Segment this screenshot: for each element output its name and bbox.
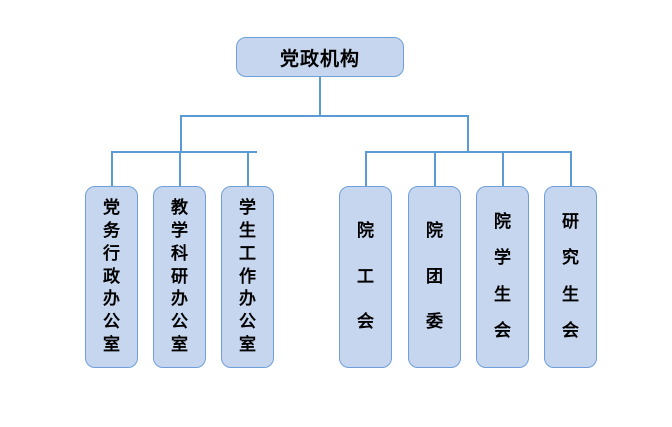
node-char: 研 (562, 211, 579, 232)
node-char: 学 (239, 197, 256, 218)
connector-right-drop-2 (434, 151, 436, 186)
node-char: 工 (357, 266, 374, 287)
connector-left-sub-bus (111, 151, 257, 153)
connector-root-stem (319, 77, 321, 116)
connector-main-bus (180, 115, 469, 117)
node-char: 生 (562, 284, 579, 305)
node-char: 公 (239, 312, 256, 333)
node-char: 科 (171, 243, 188, 264)
node-college-student-union[interactable]: 院 学 生 会 (476, 186, 529, 368)
node-char: 作 (239, 266, 256, 287)
node-college-youth-league-committee[interactable]: 院 团 委 (408, 186, 461, 368)
connector-right-trunk (467, 115, 469, 152)
node-char: 室 (239, 335, 256, 356)
node-char: 生 (239, 220, 256, 241)
node-char: 公 (103, 312, 120, 333)
node-char: 室 (103, 335, 120, 356)
node-char: 办 (171, 289, 188, 310)
node-char: 院 (494, 211, 511, 232)
connector-right-sub-bus (365, 151, 572, 153)
node-char: 务 (103, 220, 120, 241)
node-char: 团 (426, 266, 443, 287)
node-char: 究 (562, 248, 579, 269)
node-char: 学 (494, 248, 511, 269)
node-party-administrative-office[interactable]: 党 务 行 政 办 公 室 (85, 186, 138, 368)
connector-left-drop-3 (247, 151, 249, 186)
node-char: 会 (562, 321, 579, 342)
node-char: 院 (357, 220, 374, 241)
node-char: 研 (171, 266, 188, 287)
connector-right-drop-4 (570, 151, 572, 186)
connector-right-drop-1 (365, 151, 367, 186)
node-char: 教 (171, 197, 188, 218)
node-graduate-student-union[interactable]: 研 究 生 会 (544, 186, 597, 368)
connector-right-drop-3 (502, 151, 504, 186)
node-char: 行 (103, 243, 120, 264)
node-college-labor-union[interactable]: 院 工 会 (339, 186, 392, 368)
node-char: 院 (426, 220, 443, 241)
connector-left-trunk (180, 115, 182, 152)
node-char: 办 (239, 289, 256, 310)
node-root-party-government-organization[interactable]: 党政机构 (236, 37, 404, 77)
node-char: 会 (357, 312, 374, 333)
node-char: 公 (171, 312, 188, 333)
node-char: 党 (103, 197, 120, 218)
connector-left-drop-2 (179, 151, 181, 186)
node-root-label: 党政机构 (279, 47, 360, 70)
node-char: 室 (171, 335, 188, 356)
node-char: 会 (494, 321, 511, 342)
node-char: 学 (171, 220, 188, 241)
connector-left-drop-1 (111, 151, 113, 186)
node-char: 委 (426, 312, 443, 333)
node-teaching-research-office[interactable]: 教 学 科 研 办 公 室 (153, 186, 206, 368)
node-char: 政 (103, 266, 120, 287)
node-student-affairs-office[interactable]: 学 生 工 作 办 公 室 (221, 186, 274, 368)
node-char: 生 (494, 284, 511, 305)
node-char: 工 (239, 243, 256, 264)
node-char: 办 (103, 289, 120, 310)
